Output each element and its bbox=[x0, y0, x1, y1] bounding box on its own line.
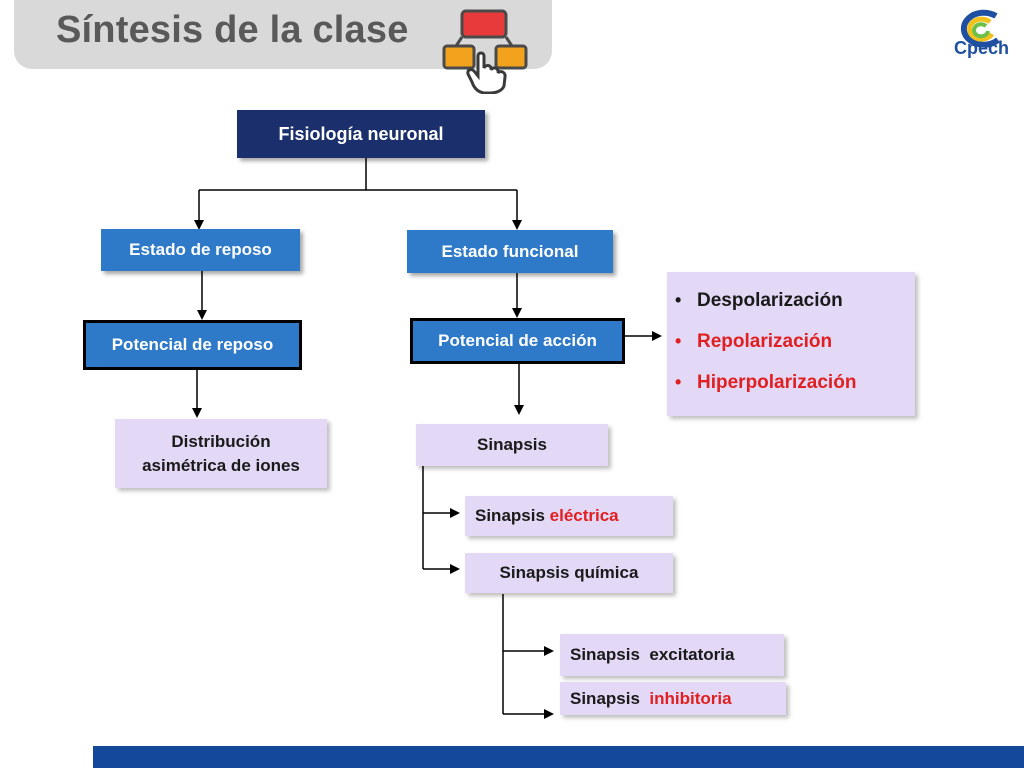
bullet: • bbox=[675, 372, 682, 392]
phases-list: • Despolarización • Repolarización • Hip… bbox=[667, 272, 915, 416]
bullet: • bbox=[675, 331, 682, 351]
node-label: Sinapsis química bbox=[499, 563, 639, 582]
phase-label: Despolarización bbox=[697, 289, 843, 311]
node-sinapsis-excitatoria: Sinapsis excitatoria bbox=[560, 634, 784, 676]
phase-item-despolarizacion: • Despolarización bbox=[675, 280, 915, 321]
node-sinapsis: Sinapsis bbox=[416, 424, 608, 466]
phase-label: Repolarización bbox=[697, 330, 833, 352]
logo-text: Cpech bbox=[954, 38, 1010, 58]
node-label: Estado de reposo bbox=[129, 240, 272, 259]
node-sinapsis-quimica: Sinapsis química bbox=[465, 553, 673, 593]
phase-label: Hiperpolarización bbox=[697, 371, 857, 393]
node-label: Potencial de acción bbox=[438, 331, 597, 350]
node-distribucion-asimetrica: Distribución asimétrica de iones bbox=[115, 419, 327, 488]
node-potencial-reposo: Potencial de reposo bbox=[83, 320, 302, 370]
node-label-highlight: eléctrica bbox=[549, 506, 619, 525]
node-sinapsis-electrica: Sinapsis eléctrica bbox=[465, 496, 673, 536]
node-label: Potencial de reposo bbox=[111, 335, 274, 354]
node-label-highlight: inhibitoria bbox=[649, 688, 732, 708]
node-fisiologia-neuronal: Fisiología neuronal bbox=[237, 110, 485, 158]
page-title: Síntesis de la clase bbox=[56, 9, 409, 51]
node-potencial-accion: Potencial de acción bbox=[410, 318, 625, 364]
cpech-logo-icon bbox=[960, 9, 1000, 48]
node-label-prefix: Sinapsis bbox=[570, 688, 650, 708]
node-label-prefix: Sinapsis bbox=[475, 506, 550, 525]
node-estado-reposo: Estado de reposo bbox=[101, 229, 300, 271]
node-label: Estado funcional bbox=[441, 241, 579, 261]
flowchart-hand-icon bbox=[442, 9, 528, 94]
node-estado-funcional: Estado funcional bbox=[407, 230, 613, 273]
bullet: • bbox=[675, 290, 682, 310]
footer-bar bbox=[93, 746, 1024, 768]
node-label: Distribución asimétrica de iones bbox=[142, 431, 300, 475]
node-label: Fisiología neuronal bbox=[278, 123, 444, 144]
node-label: Sinapsis bbox=[477, 435, 547, 454]
node-sinapsis-inhibitoria: Sinapsis inhibitoria bbox=[560, 682, 786, 715]
node-label: Sinapsis excitatoria bbox=[570, 645, 735, 664]
phase-item-repolarizacion: • Repolarización bbox=[675, 321, 915, 362]
phase-item-hiperpolarizacion: • Hiperpolarización bbox=[675, 362, 915, 403]
